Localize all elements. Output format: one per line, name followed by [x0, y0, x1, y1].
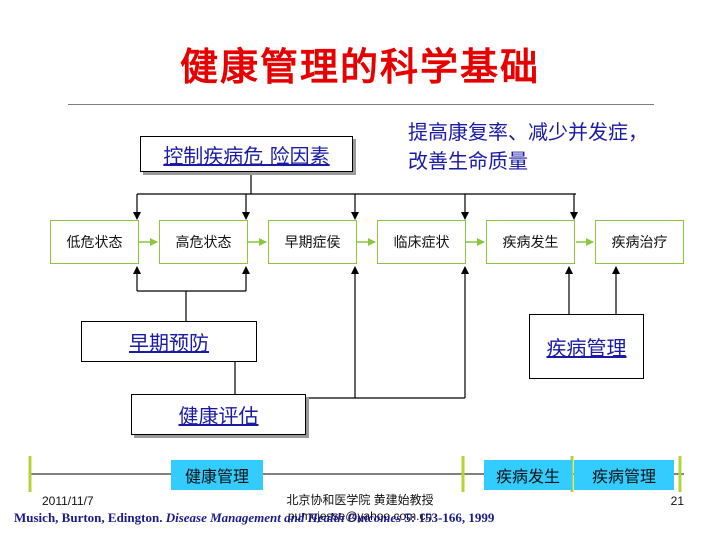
stage-disease-treatment: 疾病治疗: [595, 220, 684, 264]
risk-control-box: 控制疾病危 险因素: [140, 136, 353, 172]
page-number: 21: [670, 494, 684, 508]
citation-journal: Disease Management and Health Outcomes: [165, 510, 402, 525]
stage-early-symptoms: 早期症侯: [268, 220, 357, 264]
citation-authors: Musich, Burton, Edington.: [14, 510, 163, 525]
footer-author-name: 北京协和医学院 黄建始教授: [286, 493, 434, 507]
risk-control-arrows: [133, 172, 578, 220]
footer-author: 北京协和医学院 黄建始教授 pumcjesse@yahoo.com.cn: [200, 492, 520, 524]
slide-title: 健康管理的科学基础: [179, 45, 540, 89]
stage-disease-onset: 疾病发生: [486, 220, 575, 264]
stage-high-risk: 高危状态: [159, 220, 248, 264]
stage-clinical-symptoms: 临床症状: [377, 220, 466, 264]
footer-date: 2011/11/7: [42, 494, 94, 508]
disease-management-box: 疾病管理: [529, 314, 644, 379]
citation: Musich, Burton, Edington. Disease Manage…: [14, 510, 494, 526]
health-assessment-box: 健康评估: [131, 394, 306, 435]
timeline-disease-management: 疾病管理: [574, 460, 674, 490]
disease-management-arrows: [565, 266, 620, 314]
outcome-note: 提高康复率、减少并发症，改善生命质量: [408, 120, 648, 173]
early-prevention-box: 早期预防: [81, 321, 257, 362]
stage-low-risk: 低危状态: [50, 220, 139, 264]
citation-ref: 5: 153-166, 1999: [404, 510, 495, 525]
timeline-disease-onset: 疾病发生: [484, 460, 572, 490]
footer-author-email: pumcjesse@yahoo.com.cn: [287, 509, 433, 523]
health-assessment-arrows: [234, 266, 469, 399]
timeline-health-management: 健康管理: [171, 460, 263, 490]
early-prevention-arrows: [133, 266, 250, 321]
title-divider: [68, 104, 654, 105]
timeline-ticks: [28, 456, 682, 492]
